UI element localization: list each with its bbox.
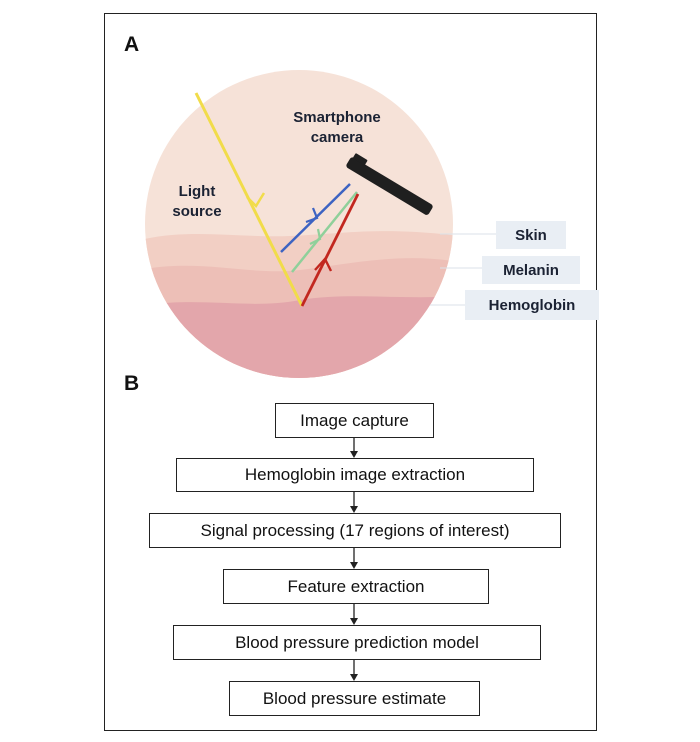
panel-a-letter: A [124, 33, 140, 56]
red-ray [300, 193, 360, 307]
flow-step-feature-extraction: Feature extraction [223, 569, 489, 604]
light-source-label: Light source [158, 182, 236, 222]
smartphone-icon [346, 153, 433, 215]
panel-b-letter: B [124, 372, 140, 395]
green-ray [291, 191, 358, 273]
figure-frame [104, 13, 597, 731]
flow-step-hemoglobin-extraction: Hemoglobin image extraction [176, 458, 534, 492]
camera-label: Smartphone camera [281, 108, 393, 148]
flow-step-bp-estimate: Blood pressure estimate [229, 681, 480, 716]
light-label-line2: source [172, 203, 222, 220]
layer-label-hemoglobin: Hemoglobin [465, 290, 599, 320]
camera-label-line2: camera [310, 129, 364, 146]
layer-label-melanin: Melanin [482, 256, 580, 284]
flow-step-signal-processing: Signal processing (17 regions of interes… [149, 513, 561, 548]
flow-step-prediction-model: Blood pressure prediction model [173, 625, 541, 660]
camera-label-line1: Smartphone [293, 109, 381, 126]
flow-step-image-capture: Image capture [275, 403, 434, 438]
layer-label-skin: Skin [496, 221, 566, 249]
light-label-line1: Light [178, 183, 216, 200]
